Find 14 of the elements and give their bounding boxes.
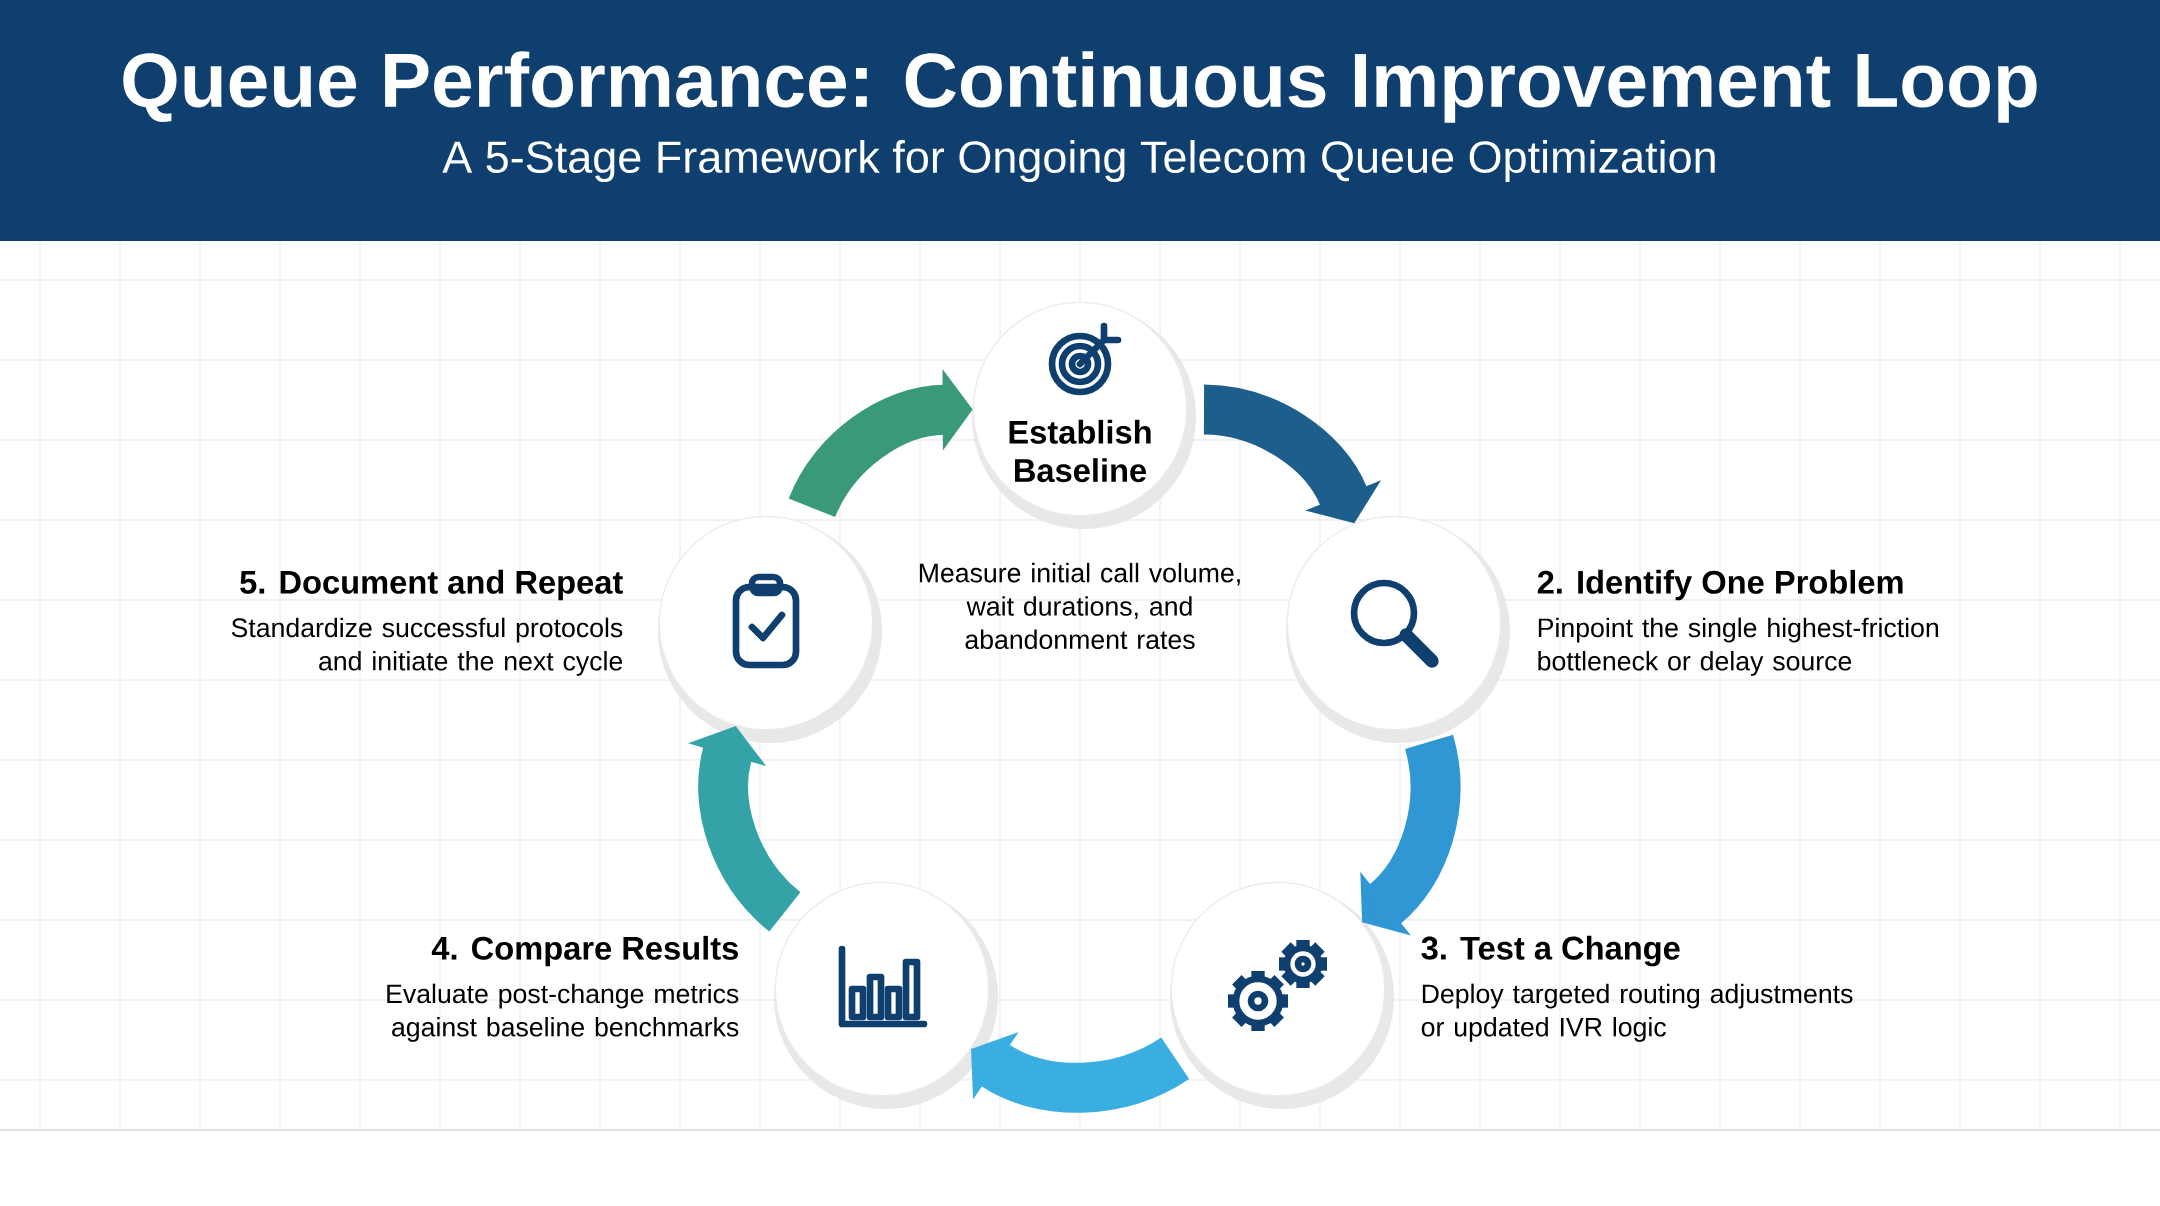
step-description: Deploy targeted routing adjustments or updated IVR logic [1421, 983, 1853, 1042]
step-heading: 4. Compare Results [431, 935, 738, 967]
step-description: Standardize successful protocols and initiate the next cycle [231, 617, 623, 676]
step-heading: 3. Test a Change [1421, 935, 1680, 967]
step-heading: 2. Identify One Problem [1537, 569, 1903, 601]
step-description: Measure initial call volume, wait durations, and abandonment rates [919, 562, 1240, 650]
step-heading: 5. Document and Repeat [240, 569, 623, 601]
step-heading: Establish Baseline [1009, 419, 1151, 483]
cycle-arrow [688, 726, 802, 931]
step-description: Evaluate post-change metrics against baseline benchmarks [387, 983, 739, 1042]
step-description: Pinpoint the single highest-friction bottleneck or delay source [1538, 617, 1939, 676]
title: Queue Performance: Continuous Improvement Loop [123, 51, 2037, 123]
cycle-arrow [1360, 736, 1461, 936]
subtitle: A 5-Stage Framework for Ongoing Telecom Queue Optimization [442, 140, 1715, 182]
